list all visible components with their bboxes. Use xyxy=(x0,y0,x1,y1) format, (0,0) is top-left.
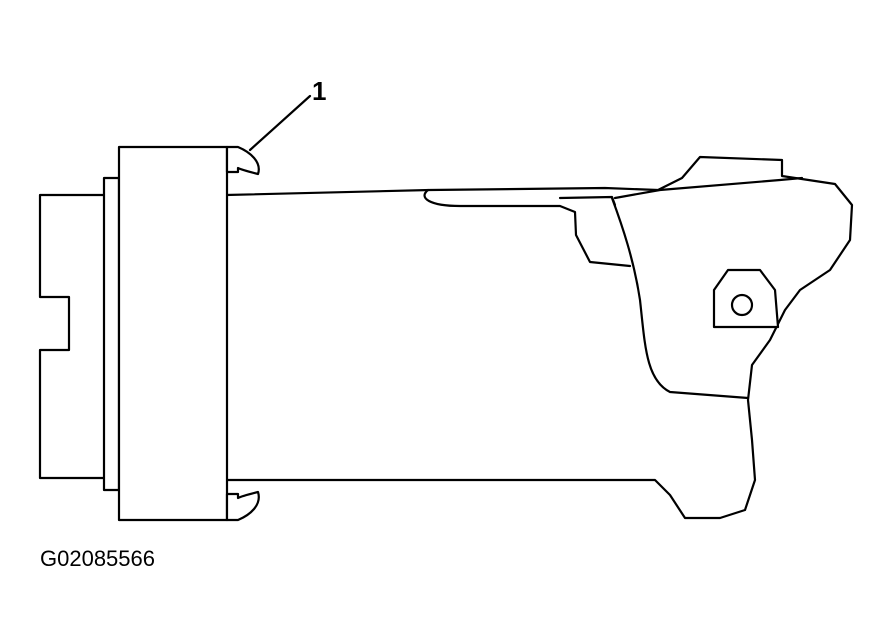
lock-housing-contour xyxy=(610,196,750,400)
connector-block xyxy=(38,193,106,480)
housing-body xyxy=(224,155,854,520)
figure-id: G02085566 xyxy=(40,546,155,571)
upper-tab-contour xyxy=(423,188,632,268)
callout-leader-line xyxy=(248,94,312,152)
callout-label: 1 xyxy=(312,76,326,106)
mounting-hole xyxy=(730,293,754,317)
lock-housing-top xyxy=(613,176,804,200)
front-flange xyxy=(117,145,229,522)
upper-retaining-clip xyxy=(225,145,260,176)
lower-retaining-clip xyxy=(225,490,260,522)
collar-plate xyxy=(102,176,121,492)
